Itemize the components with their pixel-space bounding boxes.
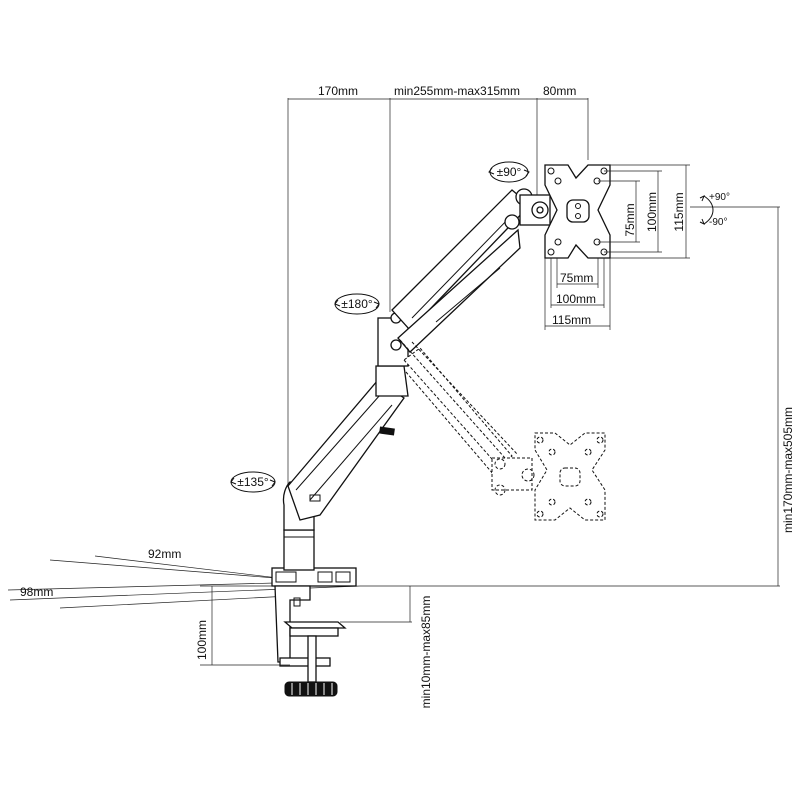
vesa-h100-label: 100mm [645,192,659,232]
arm-head [504,188,551,230]
clamp-depth-label: 100mm [195,620,209,660]
vesa-h115-label: 115mm [672,192,686,231]
upper-arm [391,189,531,353]
vesa-w100-label: 100mm [556,292,596,306]
tilt-down-label: -90° [709,217,727,228]
lower-arm [287,379,405,521]
height-dimension-group: min170mm-max505mm [360,206,795,587]
clamp-thickness-label: min10mm-max85mm [419,596,433,709]
vesa-w115-label: 115mm [552,313,591,327]
clamp-dimension-group: 100mm min10mm-max85mm [195,585,433,709]
tilt-badge: +90° -90° [699,192,730,228]
swivel-head-label: ±90° [497,165,522,179]
reach-head-label: 80mm [543,84,576,98]
desk-clamp [271,567,357,697]
reach-base-label: 170mm [318,84,358,98]
reach-dimension-group: 170mm min255mm-max315mm 80mm [287,84,589,485]
vesa-plate-lowered [534,432,606,521]
vesa-width-dimensions: 75mm 100mm 115mm [544,258,611,330]
swivel-elbow-badge: ±180° [334,293,380,315]
vesa-h75-label: 75mm [623,203,637,236]
vesa-plate [544,164,611,259]
vesa-w75-label: 75mm [560,271,593,285]
arm-lowered-position [399,339,535,496]
base-width-label: 92mm [148,547,181,561]
reach-arm-label: min255mm-max315mm [394,84,520,98]
swivel-base-badge: ±135° [230,471,276,493]
tilt-up-label: +90° [709,192,730,203]
vesa-height-dimensions: 75mm 100mm 115mm [598,164,690,259]
height-range-label: min170mm-max505mm [781,407,795,533]
swivel-elbow-label: ±180° [341,297,373,311]
swivel-head-badge: ±90° [488,161,530,183]
swivel-base-label: ±135° [237,475,269,489]
base-length-label: 98mm [20,585,53,599]
